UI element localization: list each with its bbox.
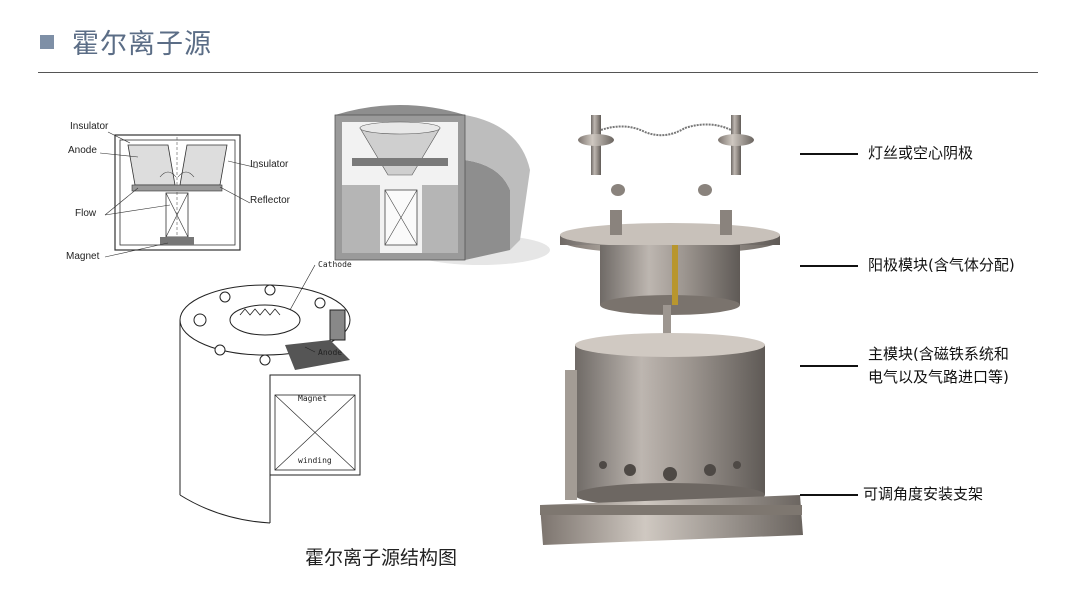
figure-caption: 霍尔离子源结构图 — [305, 547, 458, 569]
callout-line-filament — [800, 153, 858, 155]
title-bullet-square — [40, 34, 54, 49]
cutaway-drawing — [179, 264, 361, 524]
label-flow: Flow — [75, 208, 97, 219]
callout-line-anode-module — [800, 265, 858, 267]
label-cutaway-anode: Anode — [318, 348, 343, 357]
title-divider — [38, 72, 1038, 73]
label-winding: winding — [298, 456, 332, 465]
slide-title: 霍尔离子源 — [72, 29, 212, 60]
label-insulator-right: Insulator — [250, 159, 289, 170]
callout-anode-module: 阳极模块(含气体分配) — [868, 256, 1015, 274]
label-cutaway-magnet: Magnet — [298, 394, 327, 403]
label-insulator-top: Insulator — [70, 121, 109, 132]
callout-bracket: 可调角度安装支架 — [863, 485, 984, 503]
callout-line-bracket — [800, 494, 858, 496]
label-reflector: Reflector — [250, 195, 291, 206]
exploded-view-photo — [540, 115, 803, 545]
callout-main-module-line1: 主模块(含磁铁系统和 — [868, 345, 1009, 363]
label-magnet: Magnet — [66, 251, 100, 262]
callout-filament: 灯丝或空心阴极 — [868, 144, 974, 162]
callout-line-main-module — [800, 365, 858, 367]
sectional-render — [334, 105, 550, 265]
title-bar: 霍尔离子源 — [40, 22, 212, 61]
schematic-diagram — [99, 131, 259, 258]
label-anode: Anode — [68, 145, 97, 156]
callout-main-module-line2: 电气以及气路进口等) — [868, 368, 1009, 386]
label-cathode: Cathode — [318, 260, 352, 269]
